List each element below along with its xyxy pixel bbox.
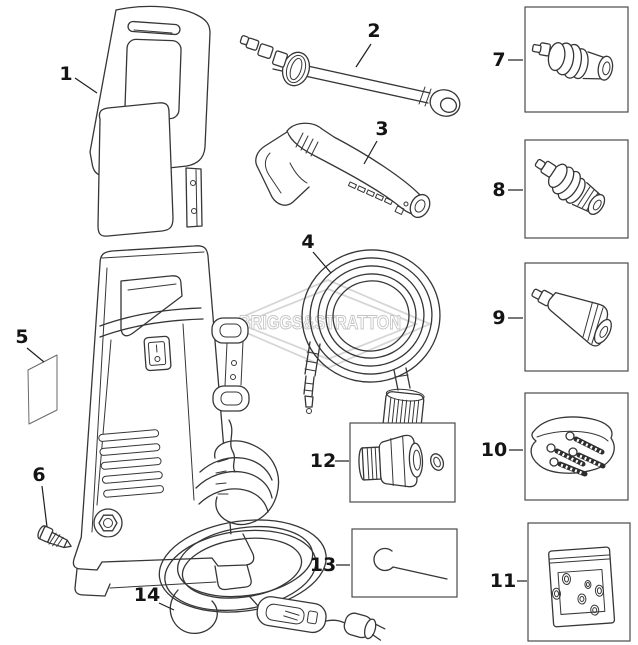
part-8-box <box>524 139 629 239</box>
part-11-box <box>527 522 631 642</box>
power-switch <box>143 335 172 372</box>
callout-4: 4 <box>301 231 332 274</box>
callout-12-number: 12 <box>310 450 336 472</box>
callout-6-number: 6 <box>32 464 45 486</box>
callout-11: 11 <box>490 570 527 592</box>
gun-holder-bracket <box>211 317 250 412</box>
part-10-screw-kit <box>530 416 615 477</box>
part-4-hose <box>301 249 441 440</box>
part-9-box <box>524 262 629 372</box>
part-7-box <box>524 6 629 113</box>
callout-9-number: 9 <box>492 307 505 329</box>
briggs-stratton-watermark: BRIGGS&STRATTON <box>223 279 433 369</box>
pressure-washer-unit <box>72 245 280 597</box>
power-plug <box>343 612 386 641</box>
callout-6: 6 <box>32 464 48 528</box>
callout-12: 12 <box>310 450 349 472</box>
part-10-box <box>524 392 629 501</box>
callout-4-number: 4 <box>301 231 314 253</box>
callout-11-number: 11 <box>490 570 516 592</box>
callout-2: 2 <box>355 20 381 68</box>
callout-3: 3 <box>363 118 389 165</box>
callout-13: 13 <box>310 554 350 576</box>
part-9-adjustable-nozzle <box>531 288 612 347</box>
part-8-quick-connect-coupler <box>534 158 606 215</box>
part-1-cover-panel <box>89 5 211 237</box>
callout-9: 9 <box>492 307 523 329</box>
part-6-screw <box>37 525 72 549</box>
callout-3-number: 3 <box>375 118 388 140</box>
callout-13-number: 13 <box>310 554 336 576</box>
callout-14: 14 <box>134 584 175 611</box>
part-14-power-cord <box>158 519 386 641</box>
part-11-o-ring-kit-bag <box>548 546 616 628</box>
callout-7: 7 <box>492 49 523 71</box>
part-3-spray-gun <box>255 122 431 219</box>
callout-7-number: 7 <box>492 49 505 71</box>
callout-8: 8 <box>492 179 523 201</box>
part-12-box <box>349 422 456 503</box>
watermark-text: BRIGGS&STRATTON <box>239 313 401 334</box>
callout-5-number: 5 <box>15 326 28 348</box>
unit-base <box>72 533 255 597</box>
callout-5: 5 <box>15 326 45 363</box>
part-13-box <box>351 528 458 598</box>
water-inlet-fitting <box>93 508 123 538</box>
callout-1: 1 <box>59 63 98 94</box>
vent-slats <box>98 429 164 498</box>
callout-1-number: 1 <box>59 63 72 85</box>
callout-2-number: 2 <box>367 20 380 42</box>
part-12-hose-adapter <box>358 434 445 488</box>
gfci-module <box>256 596 327 634</box>
callout-10-number: 10 <box>481 439 507 461</box>
callout-10: 10 <box>481 439 523 461</box>
part-7-quick-connect-coupler <box>531 42 614 81</box>
callout-8-number: 8 <box>492 179 505 201</box>
cord-wrap-hook <box>195 419 280 526</box>
callout-14-number: 14 <box>134 584 160 606</box>
part-13-nozzle-cleaning-tool <box>373 547 448 580</box>
part-5-decal <box>27 354 58 425</box>
part-2-spray-wand <box>239 35 461 117</box>
